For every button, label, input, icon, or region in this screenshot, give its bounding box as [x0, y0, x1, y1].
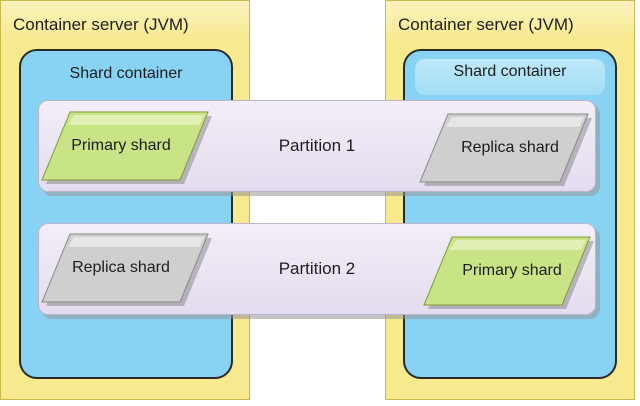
- shard-parallelogram: [423, 236, 591, 306]
- shard-parallelogram: [419, 113, 589, 183]
- container-server-left: Container server (JVM) Shard container: [0, 0, 250, 400]
- partition-1-primary-shard: Primary shard: [41, 111, 212, 184]
- partition-label: Partition 2: [278, 259, 356, 278]
- partition-2-replica-shard: Replica shard: [41, 233, 212, 306]
- shard-parallelogram: [41, 111, 209, 181]
- shard-container-title: Shard container: [453, 63, 567, 80]
- primary-shard-shape: [41, 111, 212, 184]
- shard-highlight: [68, 115, 204, 125]
- replica-shard-shape: [41, 233, 212, 306]
- container-server-title: Container server (JVM): [398, 15, 574, 34]
- shard-label: Primary shard: [462, 261, 562, 279]
- shard-label: Replica shard: [72, 258, 170, 276]
- container-server-right: Container server (JVM) Shard container: [385, 0, 635, 400]
- shard-label: Primary shard: [71, 136, 171, 154]
- partition-1-replica-shard: Replica shard: [419, 113, 592, 186]
- shard-highlight: [450, 240, 586, 250]
- shard-container-title: Shard container: [69, 65, 183, 82]
- shard-container-left: Shard container: [19, 49, 233, 379]
- replica-shard-shape: [419, 113, 592, 186]
- partition-2-primary-shard: Primary shard: [423, 236, 594, 309]
- container-server-title: Container server (JVM): [13, 15, 189, 34]
- shard-label: Replica shard: [461, 138, 559, 156]
- shard-parallelogram: [41, 233, 209, 303]
- primary-shard-shape: [423, 236, 594, 309]
- shard-highlight: [446, 117, 584, 127]
- shard-container-header-highlight: [415, 59, 605, 95]
- shard-highlight: [68, 237, 204, 247]
- shard-container-right: Shard container: [403, 49, 617, 379]
- partition-label: Partition 1: [278, 136, 356, 155]
